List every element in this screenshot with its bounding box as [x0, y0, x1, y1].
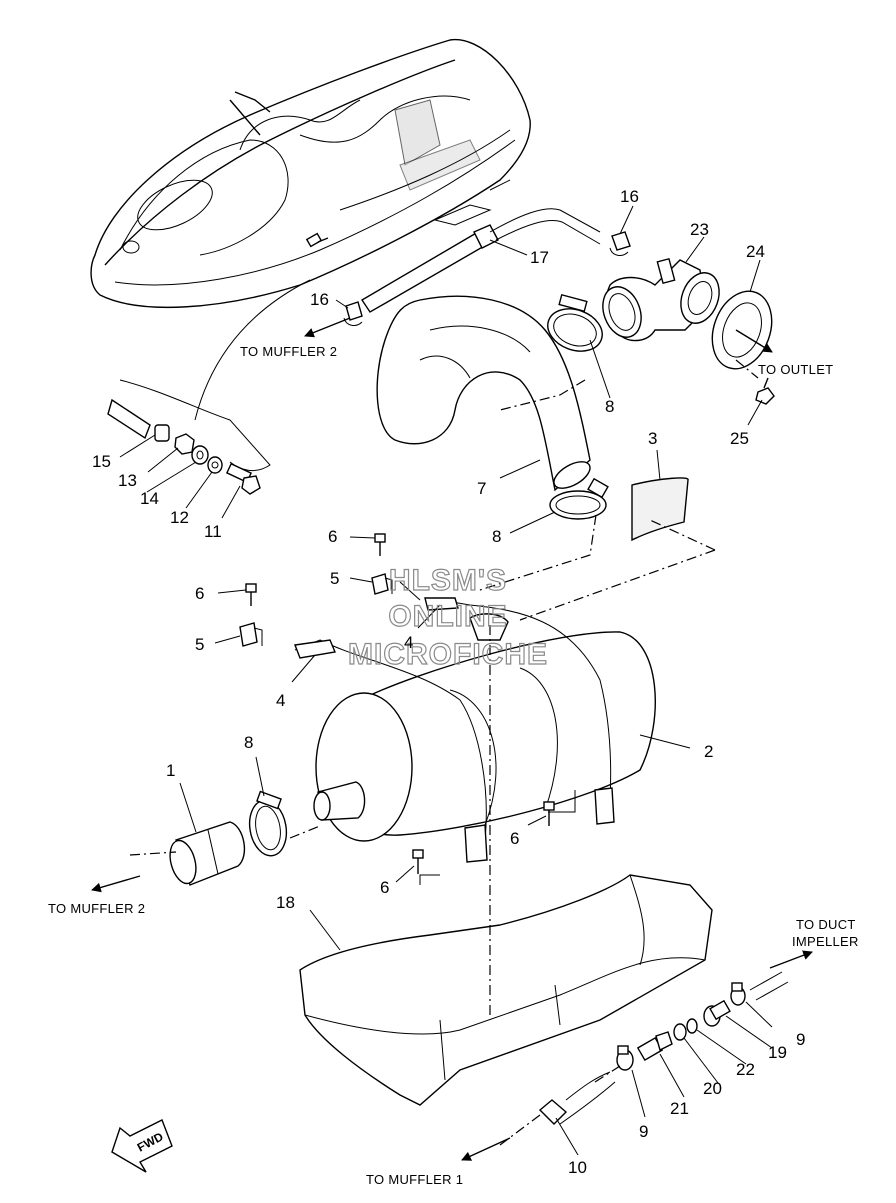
exhaust-pipe-7: [376, 295, 591, 492]
dest-duct-line2: IMPELLER: [792, 934, 859, 949]
outlet-elbow-23: [602, 257, 720, 342]
hose-17: [361, 208, 601, 313]
callout-13: 13: [118, 471, 137, 490]
callout-23: 23: [690, 220, 709, 239]
bracket-5-lower: [239, 622, 263, 647]
strap-4-rear: [424, 597, 615, 825]
callout-21: 21: [670, 1099, 689, 1118]
callout-6-upper: 6: [328, 527, 337, 546]
destination-arrows: [91, 317, 813, 1161]
bolt-6-bottom: [412, 849, 424, 874]
leader-lines: [119, 205, 773, 1156]
bolt-craft: [305, 232, 329, 248]
dest-duct-line1: TO DUCT: [796, 917, 856, 932]
callout-numbers: 1 2 3 4 4 5 5 6 6 6 6 7 8 8 8 9 9 10 11 …: [92, 187, 805, 1177]
callout-8-upper: 8: [605, 397, 614, 416]
fwd-arrow-icon: FWD: [111, 1119, 173, 1173]
tray-18: [299, 874, 713, 1106]
callout-8-left: 8: [244, 733, 253, 752]
dest-muffler2-left: TO MUFFLER 2: [48, 901, 145, 916]
dest-muffler2-top: TO MUFFLER 2: [240, 344, 337, 359]
watermark: HLSM'S ONLINE MICROFICHE: [347, 563, 548, 671]
callout-15: 15: [92, 452, 111, 471]
clamp-9-upper: [730, 982, 746, 1006]
watercraft-illustration: [90, 38, 531, 309]
clamp-8-left: [248, 790, 288, 857]
callout-3: 3: [648, 429, 657, 448]
heat-guard-3: [631, 477, 689, 542]
bracket-5-upper: [371, 573, 393, 595]
callout-4-upper: 4: [404, 633, 413, 652]
clamp-8-upper: [547, 293, 603, 352]
callout-14: 14: [140, 489, 159, 508]
muffler-2: [313, 613, 656, 842]
callout-24: 24: [746, 242, 765, 261]
bolt-25: [755, 377, 775, 405]
washer-22: [686, 1018, 698, 1034]
callout-25: 25: [730, 429, 749, 448]
callout-16-upper: 16: [620, 187, 639, 206]
hose-clamp-16-top: [609, 231, 631, 256]
washer-14: [191, 445, 209, 465]
watermark-line-3: MICROFICHE: [348, 638, 548, 671]
callout-9-upper: 9: [796, 1030, 805, 1049]
clamp-15: [154, 424, 170, 442]
gasket-24: [711, 290, 773, 370]
callout-17: 17: [530, 248, 549, 267]
callout-22: 22: [736, 1060, 755, 1079]
hose-10: [538, 1071, 616, 1125]
callout-8-middle: 8: [492, 527, 501, 546]
callout-6-left: 6: [195, 584, 204, 603]
callout-5-lower: 5: [195, 635, 204, 654]
callout-9-lower: 9: [639, 1122, 648, 1141]
fitting-21: [636, 1031, 673, 1062]
washer-20: [673, 1023, 687, 1041]
callout-16-left: 16: [310, 290, 329, 309]
destination-labels: TO MUFFLER 2 TO OUTLET TO MUFFLER 2 TO D…: [48, 344, 859, 1187]
bolt-6-right: [543, 801, 555, 826]
fitting-19: [703, 999, 731, 1027]
clamp-9-lower: [616, 1045, 634, 1071]
dest-outlet: TO OUTLET: [758, 362, 833, 377]
clamp-8-lower: [549, 477, 609, 520]
callout-18: 18: [276, 893, 295, 912]
hose-end-detail: [107, 279, 311, 472]
dest-muffler1: TO MUFFLER 1: [366, 1172, 463, 1187]
rubber-joint-1: [169, 821, 246, 886]
callout-6-bottom: 6: [380, 878, 389, 897]
callout-10: 10: [568, 1158, 587, 1177]
hose-duct: [749, 971, 789, 1001]
watermark-line-1: HLSM'S: [389, 564, 507, 597]
callout-4-lower: 4: [276, 691, 285, 710]
assembly-lines: [129, 359, 759, 1146]
hose-clamp-16-left: [343, 301, 363, 326]
strap-4-front: [294, 639, 488, 863]
nut-13: [174, 433, 195, 455]
callout-12: 12: [170, 508, 189, 527]
callout-20: 20: [703, 1079, 722, 1098]
callout-2: 2: [704, 742, 713, 761]
callout-5-upper: 5: [330, 569, 339, 588]
callout-11: 11: [204, 522, 222, 541]
callout-6-right: 6: [510, 829, 519, 848]
bolt-6-upper: [374, 533, 386, 556]
callout-19: 19: [768, 1043, 787, 1062]
callout-7: 7: [477, 479, 486, 498]
watermark-line-2: ONLINE: [388, 600, 507, 633]
bolt-6-left: [245, 583, 257, 606]
callout-1: 1: [166, 761, 175, 780]
fitting-11: [225, 462, 261, 495]
washer-12: [207, 456, 223, 474]
